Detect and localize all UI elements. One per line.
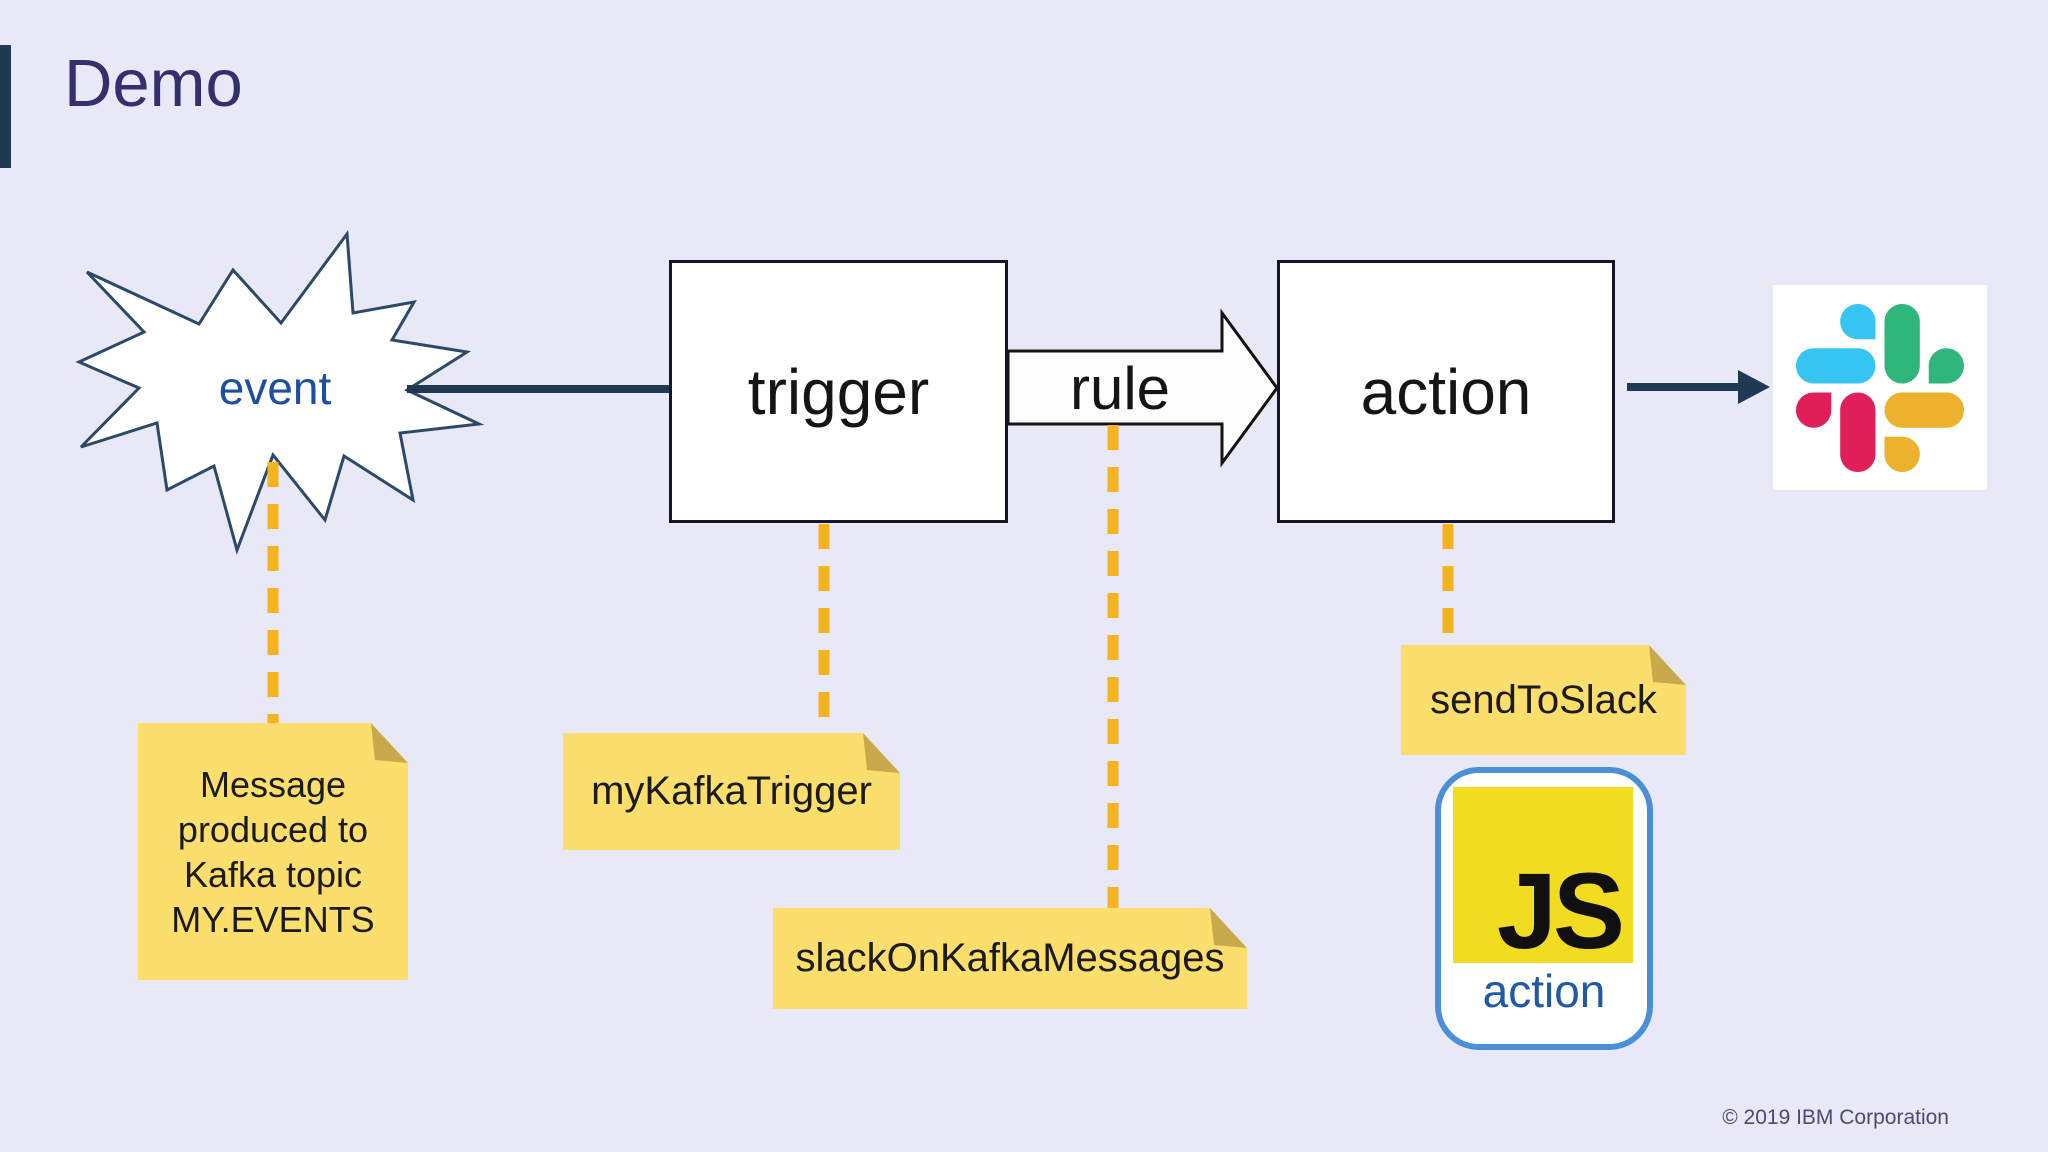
title-accent-bar <box>0 45 11 168</box>
folded-corner-icon <box>863 733 900 773</box>
event-note-text: Message produced to Kafka topic MY.EVENT… <box>171 763 375 940</box>
rule-label: rule <box>1069 354 1171 422</box>
folded-corner-icon <box>371 723 408 763</box>
rule-note-text: slackOnKafkaMessages <box>795 936 1225 980</box>
event-starburst-shape <box>75 229 485 555</box>
copyright-text: © 2019 IBM Corporation <box>1722 1106 1949 1129</box>
javascript-logo-icon: JS <box>1453 787 1633 971</box>
rule-sticky-note: slackOnKafkaMessages <box>773 908 1247 1009</box>
trigger-sticky-note: myKafkaTrigger <box>563 733 900 850</box>
rule-arrow-shape <box>1006 308 1279 468</box>
js-card-label: action <box>1482 965 1606 1017</box>
action-sticky-note: sendToSlack <box>1401 645 1686 755</box>
page-title: Demo <box>64 46 243 121</box>
action-box: action <box>1277 260 1615 523</box>
trigger-note-text: myKafkaTrigger <box>591 769 872 813</box>
slack-logo-tile <box>1773 285 1987 490</box>
folded-corner-icon <box>1649 645 1686 685</box>
event-label: event <box>218 362 332 414</box>
trigger-box: trigger <box>669 260 1008 523</box>
slack-logo-icon <box>1796 304 1964 472</box>
action-to-slack-arrowhead <box>1738 370 1770 404</box>
action-note-text: sendToSlack <box>1430 677 1657 722</box>
javascript-logo-text: JS <box>1496 850 1625 971</box>
trigger-label: trigger <box>747 355 930 428</box>
action-label: action <box>1360 355 1532 428</box>
event-sticky-note: Message produced to Kafka topic MY.EVENT… <box>138 723 408 980</box>
js-action-card: JS action <box>1435 767 1653 1050</box>
folded-corner-icon <box>1210 908 1247 948</box>
